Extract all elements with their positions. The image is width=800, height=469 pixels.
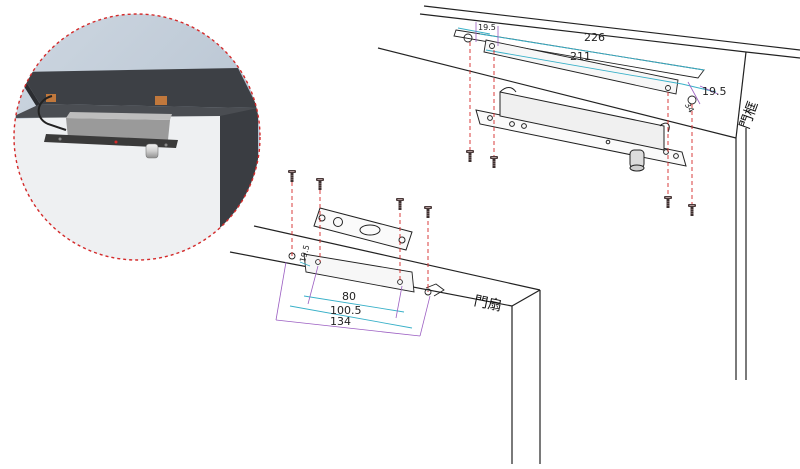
frame-slot-dim: 211 [570, 50, 591, 63]
frame-depth-dim: 34 [683, 101, 696, 114]
leaf-spacing-dim: 100.5 [330, 304, 362, 317]
strike-plate-icon [313, 207, 413, 251]
frame-guide-lines [469, 42, 693, 206]
leaf-dimension-lines [289, 261, 413, 329]
magnified-inset-icon [13, 13, 261, 261]
leaf-edge-dim: 19.5 [298, 244, 311, 264]
frame-edge-left-dim: 19.5 [478, 23, 496, 32]
leaf-slot-dim: 80 [342, 290, 356, 303]
frame-edge-right-dim: 19.5 [702, 85, 727, 98]
frame-overall-dim: 226 [584, 31, 605, 44]
leaf-latch-tab [425, 283, 445, 297]
leaf-label: 門扇 [472, 293, 503, 314]
leaf-extension-lines [275, 261, 431, 337]
leaf-overall-dim: 134 [330, 315, 351, 328]
leaf-guide-lines [291, 182, 429, 292]
door-frame [377, 5, 800, 380]
lock-bolt-icon [475, 87, 687, 172]
frame-extension-lines [475, 22, 719, 105]
door-leaf [229, 225, 541, 464]
leaf-mortise [288, 252, 432, 296]
frame-mortise [453, 29, 705, 105]
leaf-screws [287, 169, 433, 219]
frame-label: 門框 [737, 99, 762, 131]
